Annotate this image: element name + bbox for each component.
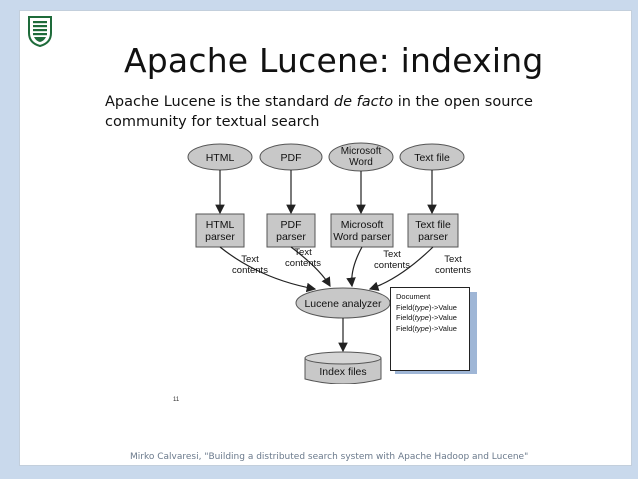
analyzer-label: Lucene analyzer (304, 298, 382, 310)
index-files-label: Index files (319, 366, 366, 378)
source-label: Microsoft (341, 146, 382, 157)
source-label: PDF (281, 152, 302, 164)
subtitle-text-2: in the open source community for textual… (105, 94, 533, 130)
subtitle-emphasis: de facto (333, 94, 394, 110)
svg-text:contents: contents (232, 265, 268, 276)
svg-text:contents: contents (285, 258, 321, 269)
source-node: HTML (187, 143, 253, 171)
svg-text:Text: Text (241, 254, 259, 265)
document-field-row: Field(type)->Value (396, 323, 457, 333)
document-box: Document Field(type)->Value Field(type)-… (390, 287, 470, 371)
parser-label: PDF (281, 219, 302, 231)
parser-label: Word parser (333, 231, 391, 243)
parser-label: Microsoft (341, 219, 384, 231)
svg-text:Text: Text (294, 247, 312, 258)
indexing-flow-diagram: HTML PDF Microsoft Word Text file HTML p… (187, 142, 471, 384)
document-field-row: Field(type)->Value (396, 302, 457, 312)
edge-label: Text contents (435, 254, 471, 276)
slide-title: Apache Lucene: indexing (124, 41, 544, 80)
parser-node: Text file parser (407, 213, 459, 248)
svg-text:Text: Text (444, 254, 462, 265)
slide-footer: Mirko Calvaresi, "Building a distributed… (130, 452, 529, 462)
parser-label: parser (276, 231, 306, 243)
parser-node: HTML parser (195, 213, 245, 248)
index-files-node: Index files (304, 351, 382, 384)
edge-label: Text contents (232, 254, 268, 276)
parser-label: HTML (206, 219, 235, 231)
source-label: Text file (414, 152, 450, 164)
svg-text:Text: Text (383, 249, 401, 260)
document-heading: Document (396, 292, 431, 301)
slide: Apache Lucene: indexing Apache Lucene is… (19, 10, 632, 466)
parser-node: Microsoft Word parser (330, 213, 394, 248)
parser-node: PDF parser (266, 213, 316, 248)
edge-label: Text contents (374, 249, 410, 271)
source-label: Word (349, 157, 373, 168)
svg-text:contents: contents (435, 265, 471, 276)
edge-label: Text contents (285, 247, 321, 269)
document-field-row: Field(type)->Value (396, 313, 457, 322)
university-logo-icon (28, 16, 52, 47)
parser-label: parser (418, 231, 448, 243)
analyzer-node: Lucene analyzer (295, 287, 391, 319)
subtitle-text-1: Apache Lucene is the standard (105, 94, 334, 110)
source-node: Microsoft Word (328, 142, 394, 172)
svg-text:contents: contents (374, 260, 410, 271)
source-label: HTML (206, 152, 235, 164)
source-node: PDF (259, 143, 323, 171)
slide-subtitle: Apache Lucene is the standard de facto i… (105, 92, 575, 132)
parser-label: parser (205, 231, 235, 243)
source-node: Text file (399, 143, 465, 171)
page-number: 11 (173, 397, 180, 403)
parser-label: Text file (415, 219, 451, 231)
